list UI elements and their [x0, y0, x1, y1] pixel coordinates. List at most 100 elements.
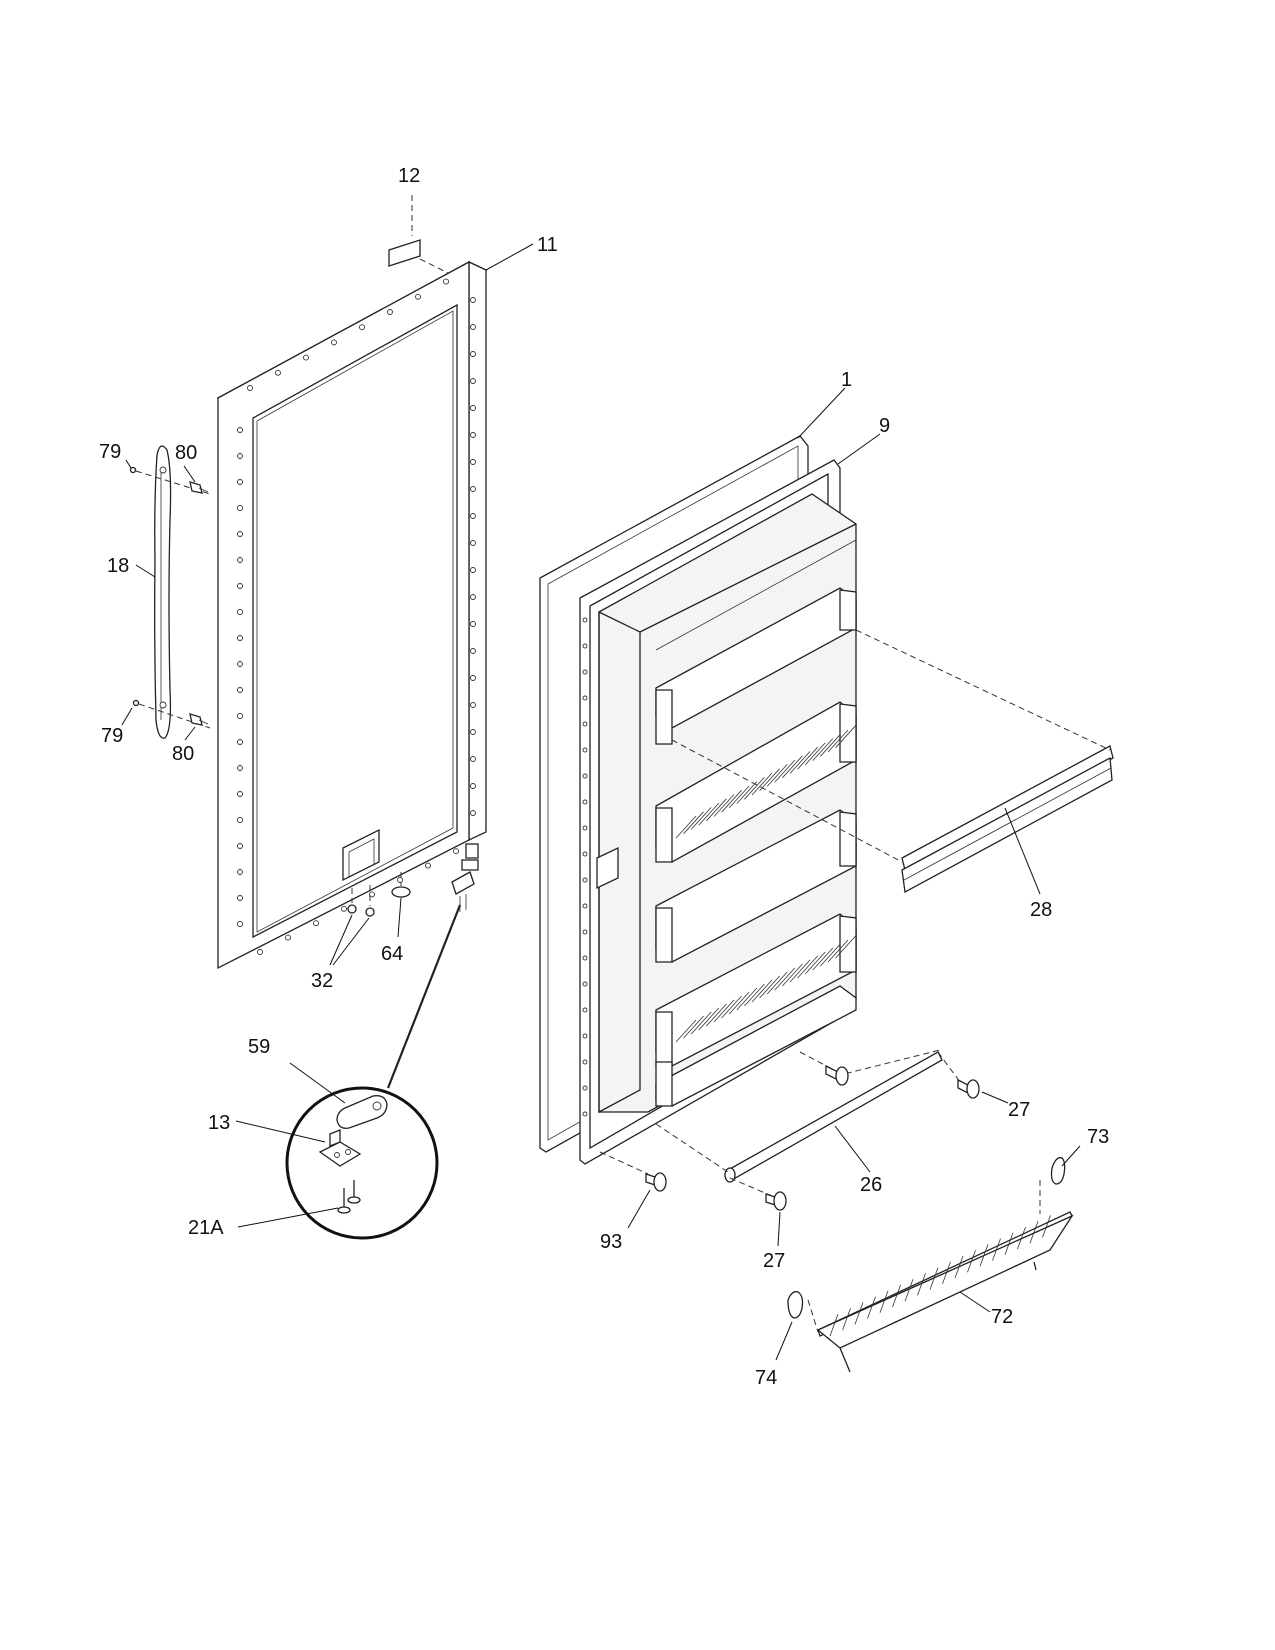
shelf-rib: [835, 935, 856, 959]
panel-hole: [470, 783, 476, 789]
panel-hole: [237, 843, 243, 849]
clip-73: [1039, 1145, 1081, 1214]
liner-hole: [582, 773, 588, 779]
bin-rib: [867, 1296, 876, 1319]
label-12: 12: [398, 165, 420, 187]
bin-rib: [1042, 1215, 1051, 1238]
bin-rib: [1029, 1221, 1039, 1244]
panel-hole: [237, 609, 243, 615]
panel-hole: [237, 635, 243, 641]
panel-hole: [237, 921, 243, 927]
shelf-rib: [782, 755, 803, 779]
shelf-rib: [690, 1011, 712, 1035]
liner-hole: [582, 1007, 588, 1013]
panel-hole: [470, 675, 476, 681]
panel-hole: [237, 661, 243, 667]
liner-hole: [582, 981, 588, 987]
shelf-rib: [766, 764, 788, 787]
panel-hole: [470, 648, 476, 654]
label-64: 64: [381, 943, 403, 965]
bin-rib: [992, 1238, 1001, 1261]
label-plate: [388, 195, 449, 274]
panel-hole: [470, 540, 476, 546]
shelf-rib: [751, 772, 773, 796]
liner-hole: [582, 695, 588, 701]
panel-hole: [237, 895, 243, 901]
panel-hole: [470, 621, 476, 627]
cover-64: [391, 872, 411, 938]
panel-hole: [470, 729, 476, 735]
panel-hole: [470, 459, 476, 465]
shelf-rib: [782, 963, 803, 987]
bin-rib: [842, 1308, 851, 1331]
liner-hole: [582, 929, 588, 935]
panel-hole: [313, 920, 319, 927]
panel-hole: [275, 369, 281, 376]
panel-hole: [470, 432, 476, 438]
shelf-rib: [820, 734, 841, 757]
outer-door-panel: [216, 260, 488, 970]
panel-hole: [257, 949, 263, 955]
panel-hole: [470, 351, 476, 357]
shelf-rib: [774, 967, 796, 991]
shelf-rib: [706, 798, 727, 822]
panel-hole: [470, 486, 476, 492]
bin-rib: [1004, 1232, 1014, 1255]
shelf-rib: [736, 781, 758, 804]
liner-hole: [582, 799, 588, 805]
liner-hole: [582, 1033, 588, 1039]
liner-hole: [582, 825, 588, 831]
panel-hole: [237, 531, 243, 537]
liner-hole: [582, 669, 588, 675]
label-80-top: 80: [175, 442, 197, 464]
panel-hole: [237, 713, 243, 719]
liner-hole: [582, 1085, 588, 1091]
shelf-rib: [835, 725, 856, 748]
shelf-rib: [759, 768, 780, 791]
shelf-rib: [827, 939, 849, 963]
shelf-rib: [728, 785, 750, 809]
shelf-rib: [766, 971, 788, 995]
door-bin-72: [816, 1211, 1074, 1373]
label-21a: 21A: [188, 1217, 224, 1239]
panel-hole: [470, 378, 476, 384]
shelf-rib: [744, 777, 765, 800]
shelf-rib: [736, 987, 758, 1011]
bin-rib: [942, 1261, 951, 1284]
shelf-rib: [698, 1007, 720, 1031]
shelf-rib: [744, 983, 765, 1007]
liner-hole: [582, 617, 588, 623]
liner-hole: [582, 903, 588, 909]
shelf-rib: [706, 1003, 727, 1027]
panel-hole: [341, 905, 347, 912]
panel-hole: [237, 427, 243, 433]
part-labels: 12 11 1 9 79 80 18 79 80 28 64 32 59 13 …: [99, 165, 1109, 1389]
label-9: 9: [879, 415, 890, 437]
panel-hole: [303, 354, 309, 361]
bin-rib: [892, 1284, 901, 1308]
shelf-rib: [728, 991, 750, 1015]
panel-hole: [237, 479, 243, 485]
shelf-rib: [804, 951, 826, 975]
panel-hole: [443, 278, 449, 285]
panel-hole: [425, 862, 431, 869]
label-72: 72: [991, 1306, 1013, 1328]
shelf-rib: [683, 811, 704, 834]
shelf-rib: [690, 807, 712, 830]
hinge-small-parts: [451, 843, 479, 912]
panel-hole: [237, 739, 243, 745]
label-28: 28: [1030, 899, 1052, 921]
panel-hole: [359, 324, 365, 331]
liner-hole: [582, 1059, 588, 1065]
shelf-rib: [797, 746, 818, 770]
panel-hole: [470, 297, 476, 303]
shelf-rib: [675, 1019, 697, 1043]
panel-hole: [285, 934, 291, 941]
panel-hole: [237, 687, 243, 693]
shelf-rib: [683, 1015, 704, 1039]
bin-rib: [954, 1255, 964, 1279]
panel-hole: [470, 594, 476, 600]
liner-hole: [582, 643, 588, 649]
shelf-rib: [759, 975, 780, 999]
panel-hole: [470, 702, 476, 708]
